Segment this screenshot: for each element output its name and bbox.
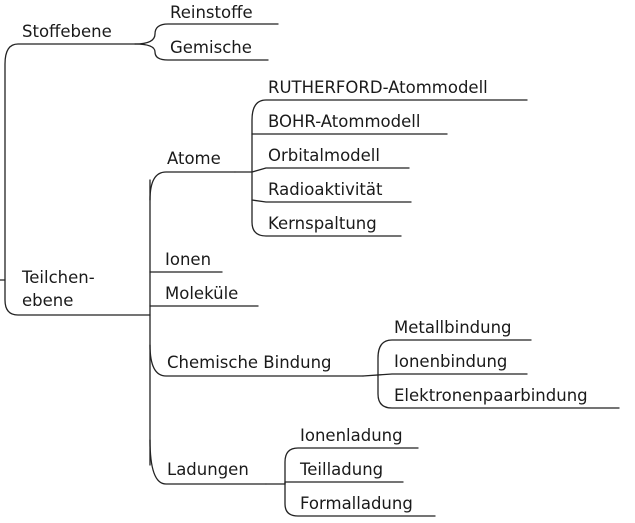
- connector-root-stoffebene: [0, 43, 136, 281]
- node-orbitalmodell: Orbitalmodell: [268, 146, 380, 165]
- node-kernspaltung: Kernspaltung: [268, 214, 377, 233]
- connector-teilchen-chem: [149, 344, 364, 377]
- connector-ladungen-teill: [284, 481, 404, 485]
- node-ionenbindung: Ionenbindung: [394, 352, 508, 371]
- node-bohr: BOHR-Atommodell: [268, 112, 421, 131]
- connector-teilchen-ladungen: [149, 439, 267, 485]
- node-ladungen: Ladungen: [167, 460, 249, 479]
- node-gemische: Gemische: [170, 38, 252, 57]
- node-elektronenpaarbindung: Elektronenpaarbindung: [394, 386, 588, 405]
- node-stoffebene: Stoffebene: [22, 22, 112, 41]
- node-ionen: Ionen: [165, 250, 212, 269]
- node-teilchenebene-line2: ebene: [22, 291, 74, 310]
- connector-chem-elektronen: [377, 375, 620, 409]
- node-chemische-bindung: Chemische Bindung: [167, 353, 332, 372]
- connector-chem-ionenb: [362, 373, 528, 377]
- node-molekuele: Moleküle: [165, 284, 239, 303]
- connector-atome-trunk: [251, 99, 528, 173]
- node-atome: Atome: [167, 149, 221, 168]
- connector-teilchen-atome: [149, 171, 236, 201]
- node-rutherford: RUTHERFORD-Atommodell: [268, 78, 488, 97]
- connector-ladungen-formal: [284, 483, 436, 517]
- node-teilchenebene-line1: Teilchen-: [22, 268, 95, 287]
- node-metallbindung: Metallbindung: [394, 318, 512, 337]
- connector-chem-metall: [377, 339, 532, 377]
- node-reinstoffe: Reinstoffe: [170, 3, 253, 22]
- connector-atome-kern: [251, 199, 402, 237]
- node-formalladung: Formalladung: [300, 494, 413, 513]
- node-ionenladung: Ionenladung: [300, 426, 403, 445]
- connector-ladungen-ionenl: [265, 447, 419, 485]
- connector-stoffebene-reinstoffe: [134, 23, 279, 45]
- connector-root-teilchen: [4, 279, 151, 316]
- connector-stoffebene-gemische: [134, 43, 269, 61]
- connector-atome-orbital: [234, 167, 410, 173]
- connector-atome-radio: [251, 171, 412, 203]
- node-teilladung: Teilladung: [300, 460, 384, 479]
- node-radioaktivitaet: Radioaktivität: [268, 180, 383, 199]
